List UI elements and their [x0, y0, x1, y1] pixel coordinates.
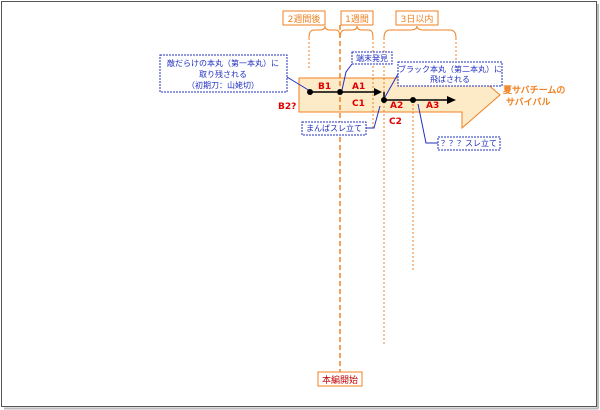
- note-abandoned-line1: 敵だらけの本丸（第一本丸）に: [167, 58, 279, 68]
- note-unknown-thread: ？？？スレ立て: [441, 138, 497, 148]
- flow-a2-a3-head: [447, 96, 456, 104]
- note-terminal: 端末発見: [356, 53, 388, 63]
- node-label-a1: A1: [352, 82, 365, 92]
- period-label-3days: 3日以内: [401, 13, 434, 25]
- note-manba-thread: まんばスレ立て: [306, 123, 362, 133]
- node-dot-b1: [307, 89, 313, 95]
- outcome-line1: 夏サバチームの: [502, 85, 565, 96]
- start-label-box: [317, 371, 363, 387]
- node-dot-a3: [410, 97, 416, 103]
- note-black-citadel-line2: 飛ばされる: [430, 75, 470, 84]
- period-label-box-2weeks: [282, 10, 326, 26]
- note-terminal-connector: [341, 63, 353, 91]
- period-label-2weeks: 2週間後: [288, 13, 321, 25]
- period-label-box-1week: [340, 10, 374, 26]
- brace-2weeks: [308, 25, 341, 39]
- brace-1week: [339, 25, 374, 39]
- node-label-b2: B2?: [278, 102, 296, 112]
- note-unknown-thread-connector: [417, 103, 438, 144]
- note-box-terminal: [351, 51, 393, 65]
- note-black-citadel-connector: [384, 73, 399, 98]
- node-dot-a2: [381, 97, 387, 103]
- start-label: 本編開始: [322, 374, 358, 386]
- node-label-b1: B1: [318, 82, 331, 92]
- node-dot-a1: [337, 89, 343, 95]
- brace-3days: [383, 25, 457, 39]
- note-box-black-citadel: [397, 61, 503, 87]
- note-black-citadel-line1: ブラック本丸（第二本丸）に: [398, 64, 502, 74]
- node-label-a2: A2: [390, 101, 403, 111]
- node-label-c2: C2: [389, 117, 402, 127]
- note-box-unknown-thread: [437, 136, 501, 151]
- note-abandoned-line3: （初期刀：山姥切）: [187, 80, 259, 90]
- period-label-box-3days: [395, 10, 439, 26]
- note-abandoned-line2: 取り残される: [199, 69, 247, 79]
- node-label-c1: C1: [352, 99, 365, 109]
- note-abandoned-connector: [286, 76, 311, 92]
- flow-a1-a2-head: [374, 88, 382, 96]
- note-manba-thread-connector: [366, 105, 381, 129]
- outcome-line2: サバイバル: [506, 97, 550, 108]
- period-label-1week: 1週間: [345, 14, 369, 25]
- node-label-a3: A3: [426, 101, 439, 111]
- note-box-abandoned: [159, 54, 288, 93]
